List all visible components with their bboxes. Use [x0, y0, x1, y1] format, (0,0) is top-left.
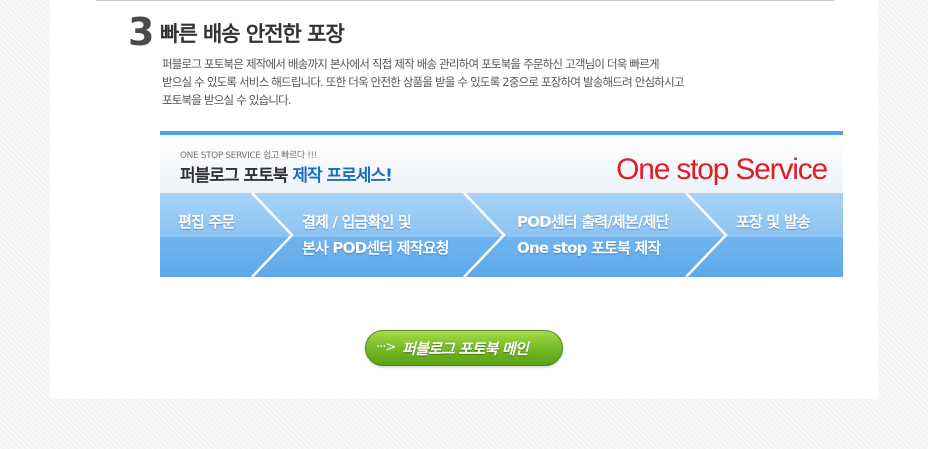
photobook-main-label: 퍼블로그 포토북 메인: [402, 340, 529, 358]
flow-arrow-divider: [685, 193, 728, 277]
banner-title-prefix: 퍼블로그 포토북: [180, 166, 288, 186]
photobook-main-button[interactable]: ···> 퍼블로그 포토북 메인: [365, 330, 563, 366]
flow-lower-band: [160, 237, 843, 277]
flow-arrow-divider: [463, 193, 506, 277]
process-step-line: 본사 POD센터 제작요청: [302, 239, 449, 257]
banner-header: ONE STOP SERVICE 쉽고 빠르다 !!! 퍼블로그 포토북 제작 …: [160, 135, 843, 193]
description-line: 퍼블로그 포토북은 제작에서 배송까지 본사에서 직접 제작 배송 관리하여 포…: [162, 57, 660, 71]
banner-title: 퍼블로그 포토북 제작 프로세스!: [180, 161, 393, 186]
process-step-line: 편집 주문: [178, 213, 235, 231]
one-stop-service-logo: One stop Service: [616, 153, 828, 186]
process-step-line: One stop 포토북 제작: [517, 239, 661, 257]
step-number: 3: [128, 10, 154, 54]
arrow-right-icon: ···>: [376, 340, 396, 355]
process-step-shipping: 포장 및 발송: [736, 209, 811, 235]
process-step-line: 결제 / 입금확인 및: [302, 213, 412, 231]
flow-arrow-divider: [251, 193, 294, 277]
process-banner: ONE STOP SERVICE 쉽고 빠르다 !!! 퍼블로그 포토북 제작 …: [160, 131, 843, 277]
banner-sub-label: ONE STOP SERVICE 쉽고 빠르다 !!!: [180, 151, 317, 161]
section-title: 빠른 배송 안전한 포장: [160, 22, 345, 46]
description-line: 받으실 수 있도록 서비스 해드립니다. 또한 더욱 안전한 상품을 받을 수 …: [162, 75, 684, 89]
process-flow-graphic: [160, 193, 843, 277]
process-step-edit-order: 편집 주문: [178, 209, 235, 235]
top-divider: [96, 0, 834, 1]
process-step-line: 포장 및 발송: [736, 213, 811, 231]
description-line: 포토북을 받으실 수 있습니다.: [162, 93, 292, 107]
process-step-production: POD센터 출력/제본/제단 One stop 포토북 제작: [517, 209, 669, 261]
process-step-line: POD센터 출력/제본/제단: [517, 213, 669, 231]
banner-title-highlight: 제작 프로세스!: [292, 166, 393, 186]
section-description: 퍼블로그 포토북은 제작에서 배송까지 본사에서 직접 제작 배송 관리하여 포…: [162, 55, 802, 109]
process-step-payment: 결제 / 입금확인 및 본사 POD센터 제작요청: [302, 209, 449, 261]
process-flow: 편집 주문 결제 / 입금확인 및 본사 POD센터 제작요청 POD센터 출력…: [160, 193, 843, 277]
